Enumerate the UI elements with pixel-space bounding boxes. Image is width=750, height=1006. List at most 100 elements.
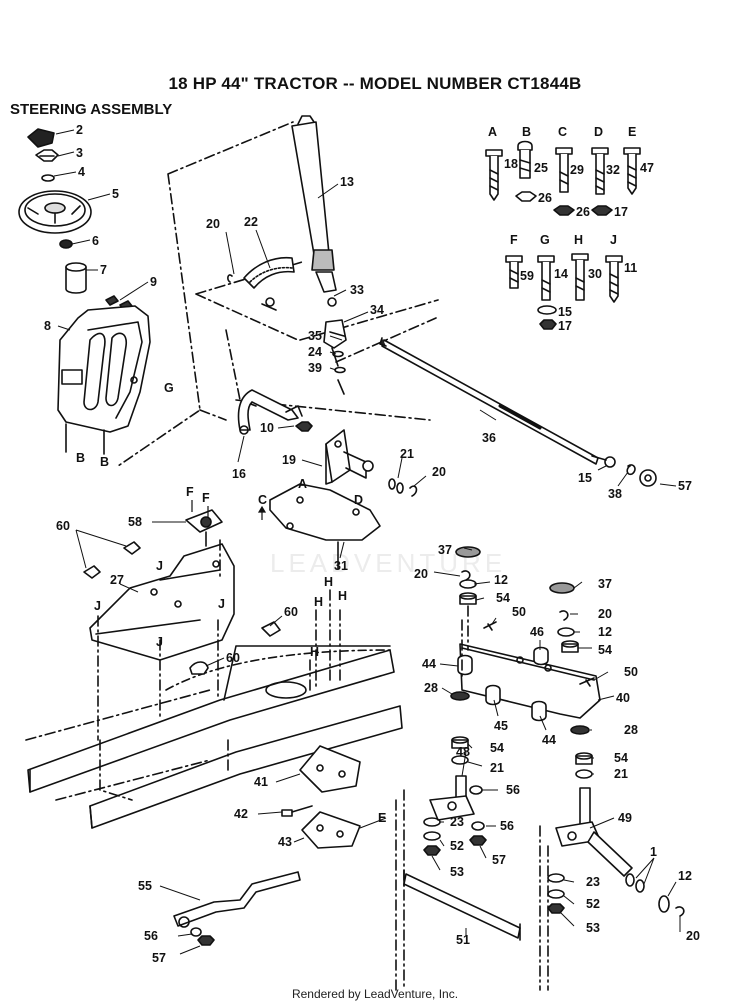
page-title: 18 HP 44" TRACTOR -- MODEL NUMBER CT1844… — [168, 74, 582, 93]
reference-arrows — [191, 500, 267, 520]
callout-41: 41 — [254, 775, 268, 789]
letter-j: J — [218, 597, 225, 611]
bolt-d — [591, 147, 609, 195]
callout-labels: 2 3 4 5 6 7 8 9 13 20 22 33 34 35 24 39 … — [44, 123, 700, 965]
nut-57b — [469, 835, 487, 846]
kit-bolt-h: 30 — [588, 267, 602, 281]
leader-lines — [53, 129, 681, 955]
shaft-pin-35 — [329, 331, 345, 337]
bolt-g — [537, 255, 555, 301]
callout-56: 56 — [500, 819, 514, 833]
washer-52b — [547, 889, 565, 899]
kit-letter-j: J — [610, 233, 617, 247]
drag-washer-15 — [604, 456, 616, 468]
callout-51: 51 — [456, 933, 470, 947]
callout-10: 10 — [260, 421, 274, 435]
callout-43: 43 — [278, 835, 292, 849]
drag-brace-55 — [173, 871, 301, 928]
callout-7: 7 — [100, 263, 107, 277]
column-nut — [59, 239, 73, 249]
letter-j: J — [156, 559, 163, 573]
nut-53b — [547, 903, 565, 914]
callout-20: 20 — [686, 929, 700, 943]
bolt-c — [555, 147, 573, 193]
drag-cotter-38 — [626, 464, 636, 476]
steering-bracket — [325, 429, 374, 485]
callout-44: 44 — [542, 733, 556, 747]
nut-17a — [591, 205, 613, 216]
axle-bracket-41 — [299, 745, 361, 793]
callout-20: 20 — [432, 465, 446, 479]
washer-56c — [190, 927, 202, 937]
callout-9: 9 — [150, 275, 157, 289]
shaft-washer-33 — [327, 297, 337, 307]
callout-56: 56 — [506, 783, 520, 797]
callout-12: 12 — [598, 625, 612, 639]
clip-20d — [559, 610, 569, 621]
callout-4: 4 — [78, 165, 85, 179]
bushing-54a — [459, 592, 477, 605]
section-title: STEERING ASSEMBLY — [10, 101, 173, 118]
washer-21b — [451, 755, 469, 765]
callout-34: 34 — [370, 303, 384, 317]
callout-52: 52 — [450, 839, 464, 853]
callout-56: 56 — [144, 929, 158, 943]
callout-60: 60 — [226, 651, 240, 665]
callout-1: 1 — [650, 845, 657, 859]
kit-washer-g: 15 — [558, 305, 572, 319]
callout-20: 20 — [206, 217, 220, 231]
spindle-49 — [555, 787, 633, 877]
callout-54: 54 — [496, 591, 510, 605]
h-bolt-lines — [309, 589, 341, 691]
washer-23b — [547, 873, 565, 883]
pitman-nut-10 — [295, 421, 313, 432]
shaft-bolt — [337, 379, 345, 395]
bolt-e — [623, 147, 641, 195]
kit-bolt-f: 59 — [520, 269, 534, 283]
washer-21c — [575, 769, 593, 779]
tie-rod-51 — [403, 869, 521, 941]
shaft-washer-39 — [334, 366, 346, 374]
spindle-48 — [429, 775, 475, 821]
callout-36: 36 — [482, 431, 496, 445]
callout-49: 49 — [618, 811, 632, 825]
bracket-clip-20 — [409, 485, 418, 497]
bolt-h — [571, 253, 589, 301]
washer-28b — [570, 725, 590, 735]
brake-bracket-58 — [185, 509, 223, 547]
dash-panel — [57, 305, 151, 455]
hardware-kit-labels: A B C D E 18 25 29 32 47 26 26 17 F G H … — [488, 125, 654, 333]
callout-3: 3 — [76, 146, 83, 160]
clip-60a — [83, 541, 141, 579]
frame-dashline — [25, 689, 229, 801]
kit-letter-c: C — [558, 125, 567, 139]
callout-53: 53 — [586, 921, 600, 935]
callout-54: 54 — [598, 643, 612, 657]
axle-bushing-44a — [457, 654, 473, 676]
callout-44: 44 — [422, 657, 436, 671]
callout-16: 19 — [282, 453, 296, 467]
kit-letter-e: E — [628, 125, 636, 139]
callout-28: 28 — [424, 681, 438, 695]
kit-letter-g: G — [540, 233, 550, 247]
kit-bolt-d: 32 — [606, 163, 620, 177]
steering-cap — [27, 128, 55, 148]
callout-33: 33 — [350, 283, 364, 297]
washer-56a — [469, 785, 483, 795]
bolt-j — [605, 255, 623, 303]
callout-58: 58 — [128, 515, 142, 529]
callout-22: 22 — [244, 215, 258, 229]
spindle-washers-1 — [625, 873, 645, 893]
axle-bushing-44b — [531, 700, 547, 722]
bracket-washers-21 — [388, 478, 404, 494]
foot-plate-dashlines — [97, 539, 221, 741]
letter-a: A — [298, 477, 307, 491]
kit-bolt-e: 47 — [640, 161, 654, 175]
washer-56b — [471, 821, 485, 831]
clip-20e — [675, 906, 685, 917]
bushing-54c — [451, 736, 469, 749]
callout-55: 55 — [138, 879, 152, 893]
callout-37: 37 — [598, 577, 612, 591]
callout-54: 54 — [614, 751, 628, 765]
kit-nut-g: 17 — [558, 319, 572, 333]
